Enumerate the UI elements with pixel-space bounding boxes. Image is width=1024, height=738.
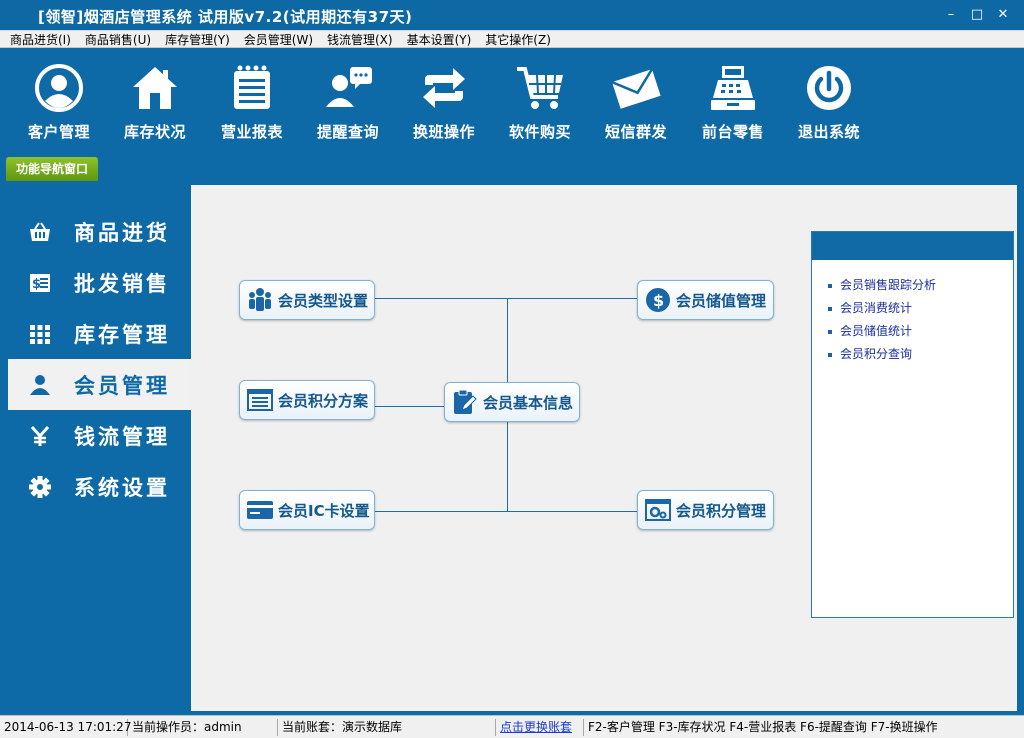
toolbar-exit-button[interactable]: 退出系统 xyxy=(781,63,877,142)
connector-line xyxy=(375,406,444,407)
member-info-button[interactable]: 会员基本信息 xyxy=(444,382,580,422)
sidenav-item-settings[interactable]: 系统设置 xyxy=(8,461,191,512)
toolbar-report-button[interactable]: 营业报表 xyxy=(204,63,300,142)
list-window-icon xyxy=(247,389,273,411)
menu-cashflow[interactable]: 钱流管理(X) xyxy=(327,32,393,47)
svg-text:$: $ xyxy=(653,291,664,310)
menu-settings[interactable]: 基本设置(Y) xyxy=(406,32,472,47)
report-links-panel: 会员销售跟踪分析 会员消费统计 会员储值统计 会员积分查询 xyxy=(811,231,1014,618)
menu-other[interactable]: 其它操作(Z) xyxy=(485,32,551,47)
menu-bar: 商品进货(I) 商品销售(U) 库存管理(Y) 会员管理(W) 钱流管理(X) … xyxy=(0,30,1024,48)
close-button[interactable]: ✕ xyxy=(997,7,1009,22)
stored-value-button[interactable]: $ 会员储值管理 xyxy=(637,280,774,320)
toolbar-label: 提醒查询 xyxy=(316,123,379,141)
sidenav-label: 系统设置 xyxy=(74,475,170,500)
chat-person-icon xyxy=(326,67,372,107)
connector-line xyxy=(375,511,637,512)
status-shortcuts: F2-客户管理 F3-库存状况 F4-营业报表 F6-提醒查询 F7-换班操作 xyxy=(588,719,938,734)
ic-card-button[interactable]: 会员IC卡设置 xyxy=(239,490,375,530)
side-navigation: 商品进货 $ 批发销售 库存管理 会员管理 xyxy=(8,206,191,512)
toolbar-shift-button[interactable]: 换班操作 xyxy=(396,63,492,142)
cash-register-icon xyxy=(711,66,755,110)
toolbar-label: 退出系统 xyxy=(797,123,860,141)
panel-header xyxy=(812,232,1013,260)
cart-icon xyxy=(517,67,563,109)
gear-icon xyxy=(29,475,51,498)
node-label: 会员储值管理 xyxy=(676,291,767,310)
invoice-icon: $ xyxy=(30,273,50,292)
svg-text:$: $ xyxy=(32,277,41,292)
toolbar-buy-button[interactable]: 软件购买 xyxy=(492,63,588,142)
sidenav-item-members[interactable]: 会员管理 xyxy=(8,359,191,410)
points-plan-button[interactable]: 会员积分方案 xyxy=(239,380,375,420)
status-operator: 当前操作员：admin xyxy=(128,718,278,736)
sidenav-label: 商品进货 xyxy=(74,220,170,245)
envelope-icon xyxy=(611,68,661,109)
window-title: [领智]烟酒店管理系统 试用版v7.2(试用期还有37天) xyxy=(38,8,413,26)
toolbar-label: 库存状况 xyxy=(123,123,186,141)
nav-window-tab[interactable]: 功能导航窗口 xyxy=(6,157,98,181)
toolbar-reminder-button[interactable]: 提醒查询 xyxy=(300,63,396,142)
card-icon xyxy=(247,501,273,519)
customer-icon xyxy=(35,64,83,112)
power-icon xyxy=(807,66,851,110)
sidenav-item-inventory[interactable]: 库存管理 xyxy=(8,308,191,359)
status-account: 当前账套：演示数据库 xyxy=(278,718,496,736)
toolbar-label: 换班操作 xyxy=(412,123,475,141)
menu-members[interactable]: 会员管理(W) xyxy=(243,32,313,47)
menu-sales[interactable]: 商品销售(U) xyxy=(84,32,152,47)
node-label: 会员积分管理 xyxy=(676,501,767,520)
grid-icon xyxy=(30,324,50,344)
node-label: 会员IC卡设置 xyxy=(278,501,370,520)
window-controls: – □ ✕ xyxy=(938,4,1016,26)
settings-window-icon xyxy=(645,499,671,521)
connector-line xyxy=(375,298,637,299)
toolbar-retail-button[interactable]: 前台零售 xyxy=(685,63,781,142)
report-links: 会员销售跟踪分析 会员消费统计 会员储值统计 会员积分查询 xyxy=(812,260,1013,366)
dollar-coin-icon: $ xyxy=(646,288,670,312)
toolbar-label: 营业报表 xyxy=(220,123,283,141)
link-sales-tracking[interactable]: 会员销售跟踪分析 xyxy=(828,274,1013,297)
clipboard-edit-icon xyxy=(454,389,477,414)
toolbar-inventory-button[interactable]: 库存状况 xyxy=(107,63,203,142)
node-label: 会员基本信息 xyxy=(483,393,574,412)
toolbar-customer-button[interactable]: 客户管理 xyxy=(11,63,107,142)
toolbar-sms-button[interactable]: 短信群发 xyxy=(588,63,684,142)
basket-icon xyxy=(30,221,50,241)
link-points-query[interactable]: 会员积分查询 xyxy=(828,343,1013,366)
toolbar-label: 前台零售 xyxy=(701,123,764,141)
notepad-icon xyxy=(234,65,270,109)
menu-inventory[interactable]: 库存管理(Y) xyxy=(165,32,230,47)
link-consumption-stats[interactable]: 会员消费统计 xyxy=(828,297,1013,320)
link-stored-value-stats[interactable]: 会员储值统计 xyxy=(828,320,1013,343)
user-icon xyxy=(30,374,50,395)
menu-purchase[interactable]: 商品进货(I) xyxy=(10,32,71,47)
main-toolbar: 客户管理 库存状况 营业报表 提醒查询 换班操作 xyxy=(0,49,1024,153)
toolbar-label: 客户管理 xyxy=(27,123,90,141)
title-bar: [领智]烟酒店管理系统 试用版v7.2(试用期还有37天) – □ ✕ xyxy=(0,0,1024,30)
points-mgmt-button[interactable]: 会员积分管理 xyxy=(637,490,774,530)
sidenav-label: 钱流管理 xyxy=(74,424,170,449)
main-panel: 会员类型设置 会员积分方案 会员IC卡设置 会员基本信息 $ 会员储值管理 xyxy=(191,185,1017,711)
yen-icon xyxy=(30,425,50,446)
member-type-button[interactable]: 会员类型设置 xyxy=(239,280,375,320)
sidenav-label: 批发销售 xyxy=(74,271,170,296)
node-label: 会员积分方案 xyxy=(278,391,369,410)
group-icon xyxy=(249,288,271,311)
toolbar-label: 软件购买 xyxy=(508,123,571,141)
minimize-button[interactable]: – xyxy=(947,7,955,22)
sidenav-label: 会员管理 xyxy=(74,373,170,398)
swap-arrows-icon xyxy=(423,68,465,108)
status-datetime: 2014-06-13 17:01:27 xyxy=(0,718,131,736)
switch-account-link[interactable]: 点击更换账套 xyxy=(496,718,584,736)
status-bar: 2014-06-13 17:01:27 当前操作员：admin 当前账套：演示数… xyxy=(0,715,1024,738)
sidenav-item-wholesale[interactable]: $ 批发销售 xyxy=(8,257,191,308)
toolbar-label: 短信群发 xyxy=(604,123,667,141)
sidenav-item-purchase[interactable]: 商品进货 xyxy=(8,206,191,257)
sidenav-item-cashflow[interactable]: 钱流管理 xyxy=(8,410,191,461)
sidenav-label: 库存管理 xyxy=(74,322,170,347)
home-icon xyxy=(133,67,177,109)
node-label: 会员类型设置 xyxy=(278,291,369,310)
maximize-button[interactable]: □ xyxy=(970,7,984,22)
